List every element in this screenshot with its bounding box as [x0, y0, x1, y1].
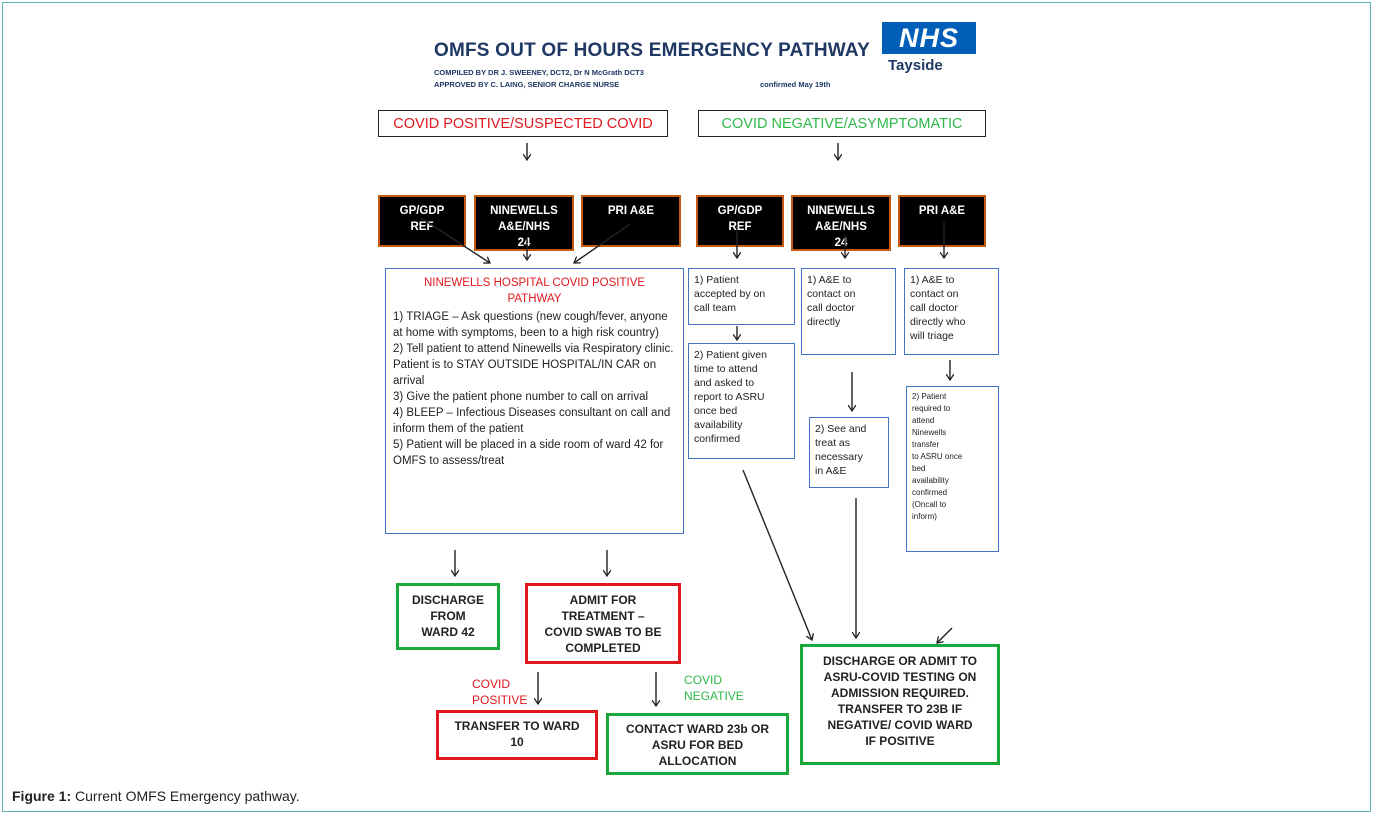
arrow-pri-to-pathway: [574, 223, 631, 263]
nhs-region: Tayside: [888, 57, 943, 74]
negative-source-ninewells: NINEWELLS A&E/NHS 24: [791, 195, 891, 251]
approved-by: APPROVED BY C. LAING, SENIOR CHARGE NURS…: [434, 80, 620, 89]
positive-source-pri: PRI A&E: [581, 195, 681, 247]
covid-positive-header: COVID POSITIVE/SUSPECTED COVID: [378, 110, 668, 137]
discharge-ward-42-box: DISCHARGE FROM WARD 42: [396, 583, 500, 650]
arrow-gp-to-outcome: [742, 469, 812, 640]
caption-text: Current OMFS Emergency pathway.: [71, 788, 300, 804]
positive-source-ninewells: NINEWELLS A&E/NHS 24: [474, 195, 574, 251]
ninewells-step1-text: 1) A&E to contact on call doctor directl…: [807, 274, 856, 328]
ninewells-step2-box: 2) See and treat as necessary in A&E: [809, 417, 889, 488]
ninewells-step2-text: 2) See and treat as necessary in A&E: [815, 423, 867, 477]
discharge-or-admit-asru-box: DISCHARGE OR ADMIT TO ASRU-COVID TESTING…: [800, 644, 1000, 765]
pri-step2-box: 2) Patient required to attend Ninewells …: [906, 386, 999, 552]
positive-pathway-steps: 1) TRIAGE – Ask questions (new cough/fev…: [393, 311, 674, 467]
gp-step1-box: 1) Patient accepted by on call team: [688, 268, 795, 325]
arrow-pri-to-outcome: [937, 627, 953, 643]
pri-step1-box: 1) A&E to contact on call doctor directl…: [904, 268, 999, 355]
compiled-by: COMPILED BY DR J. SWEENEY, DCT2, Dr N Mc…: [434, 68, 644, 77]
arrow-gp-to-pathway: [420, 217, 490, 263]
covid-negative-label: COVID NEGATIVE: [684, 673, 744, 703]
nhs-logo: NHS: [882, 22, 976, 54]
covid-positive-label: COVID POSITIVE: [472, 677, 528, 707]
positive-pathway-title: NINEWELLS HOSPITAL COVID POSITIVE PATHWA…: [423, 277, 646, 305]
positive-pathway-box: NINEWELLS HOSPITAL COVID POSITIVE PATHWA…: [385, 268, 684, 534]
ninewells-step1-box: 1) A&E to contact on call doctor directl…: [801, 268, 896, 355]
gp-step1-text: 1) Patient accepted by on call team: [694, 274, 766, 314]
covid-negative-header: COVID NEGATIVE/ASYMPTOMATIC: [698, 110, 986, 137]
negative-source-gp: GP/GDP REF: [696, 195, 784, 247]
pri-step2-text: 2) Patient required to attend Ninewells …: [912, 392, 963, 521]
gp-step2-text: 2) Patient given time to attend and aske…: [694, 349, 767, 445]
transfer-ward-10-box: TRANSFER TO WARD 10: [436, 710, 598, 760]
negative-source-pri: PRI A&E: [898, 195, 986, 247]
admit-for-treatment-box: ADMIT FOR TREATMENT – COVID SWAB TO BE C…: [525, 583, 681, 664]
caption-label: Figure 1:: [12, 788, 72, 804]
contact-ward-23b-box: CONTACT WARD 23b OR ASRU FOR BED ALLOCAT…: [606, 713, 789, 775]
pathway-title: OMFS OUT OF HOURS EMERGENCY PATHWAY: [434, 40, 870, 61]
gp-step2-box: 2) Patient given time to attend and aske…: [688, 343, 795, 459]
figure-caption: Figure 1: Current OMFS Emergency pathway…: [12, 788, 300, 804]
confirmed-date: confirmed May 19th: [760, 80, 831, 89]
pri-step1-text: 1) A&E to contact on call doctor directl…: [910, 274, 966, 342]
